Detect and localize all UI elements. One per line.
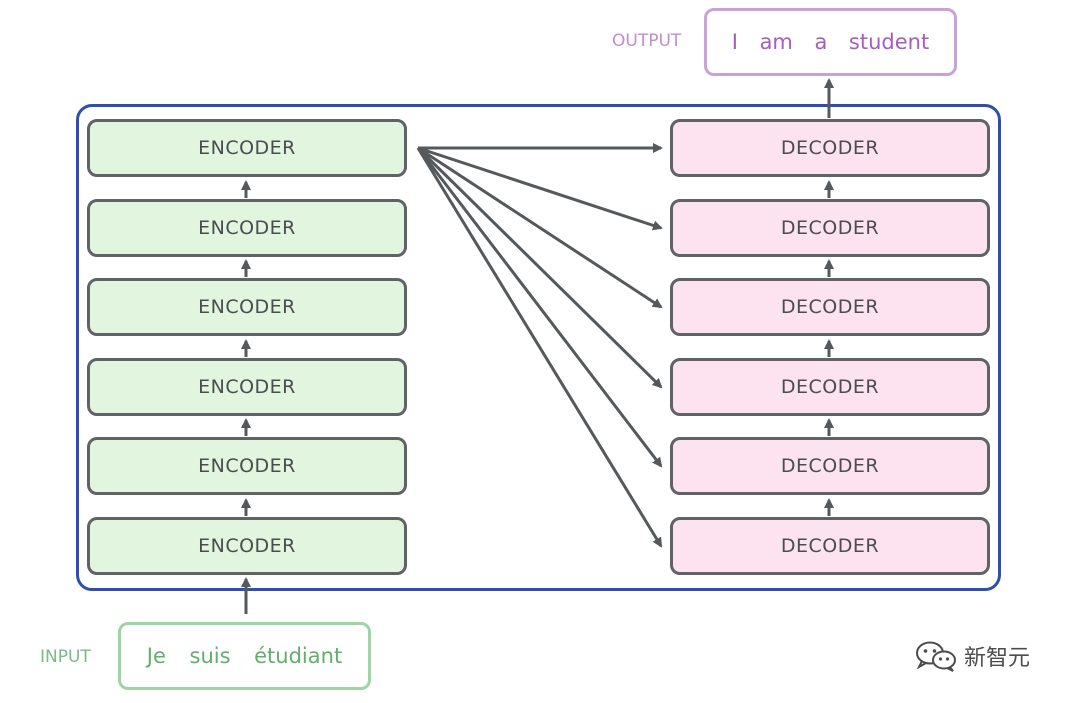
wechat-icon — [916, 641, 956, 672]
decoder-block: DECODER — [670, 437, 990, 495]
encoder-block: ENCODER — [87, 358, 407, 416]
encoder-block: ENCODER — [87, 119, 407, 177]
encoder-block: ENCODER — [87, 437, 407, 495]
encoder-block: ENCODER — [87, 199, 407, 257]
decoder-block: DECODER — [670, 119, 990, 177]
watermark: 新智元 — [914, 640, 1030, 672]
output-word: student — [848, 30, 930, 54]
output-word: a — [814, 30, 828, 54]
input-word: étudiant — [254, 644, 343, 668]
decoder-block: DECODER — [670, 517, 990, 575]
output-sentence-box: I am a student — [704, 8, 957, 76]
decoder-block: DECODER — [670, 199, 990, 257]
decoder-block: DECODER — [670, 358, 990, 416]
input-word: suis — [189, 644, 231, 668]
output-label: OUTPUT — [612, 31, 682, 51]
output-word: am — [759, 30, 793, 54]
decoder-block: DECODER — [670, 278, 990, 336]
watermark-text: 新智元 — [964, 646, 1031, 671]
input-sentence-box: Je suis étudiant — [118, 622, 371, 690]
input-word: Je — [146, 644, 166, 668]
encoder-block: ENCODER — [87, 278, 407, 336]
input-label: INPUT — [40, 647, 91, 667]
model-container — [76, 104, 1001, 591]
encoder-block: ENCODER — [87, 517, 407, 575]
output-word: I — [731, 30, 738, 54]
